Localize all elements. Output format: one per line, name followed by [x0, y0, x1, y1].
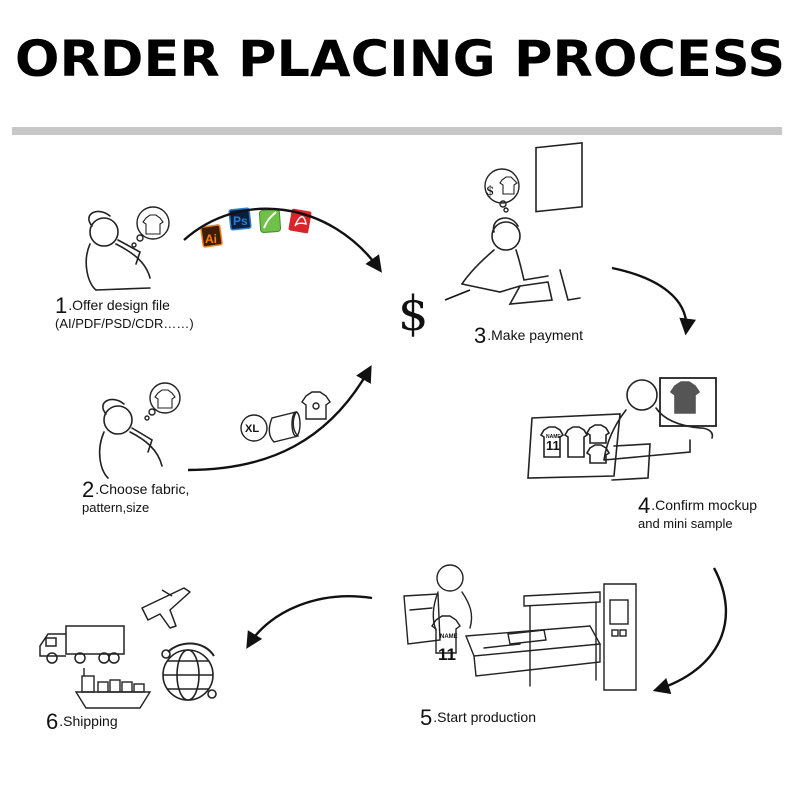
fabric-roll-icon [268, 410, 300, 443]
production-jersey-name: NAME [440, 634, 458, 640]
fabric-option-icons [240, 391, 331, 443]
ps-file-icon: Ps [233, 214, 248, 228]
step-3-label: 3.Make payment [474, 323, 583, 348]
design-file-icons [200, 207, 312, 248]
step1-person-illustration [85, 210, 151, 291]
payment-dollar-icon: $ [398, 286, 429, 342]
step4-mockup-illustration [527, 377, 717, 481]
step-5-label: 5.Start production [420, 705, 536, 730]
step2-person-illustration [98, 398, 163, 479]
arrow-design-to-payment [183, 207, 382, 273]
title-divider [12, 127, 782, 135]
arrow-fabric-to-payment [187, 365, 372, 472]
step-4-label: 4.Confirm mockup and mini sample [638, 493, 758, 532]
cargo-ship-icon [74, 668, 152, 709]
step-1-label: 1.Offer design file (AI/PDF/PSD/CDR……) [55, 293, 194, 332]
production-jersey-number: 11 [438, 645, 456, 664]
arrow-payment-to-mockup [611, 266, 696, 336]
truck-icon [39, 625, 125, 664]
step-6-label: 6.Shipping [46, 709, 118, 734]
page-title: ORDER PLACING PROCESS [14, 30, 786, 88]
step3-thought-bubble [484, 168, 520, 213]
step5-production-illustration [403, 564, 637, 691]
ai-file-icon: Ai [205, 232, 217, 246]
step-2-label: 2.Choose fabric, pattern,size [82, 477, 190, 516]
step3-person-at-computer [461, 141, 583, 305]
size-badge-text: XL [245, 423, 259, 435]
step2-thought-bubble [144, 382, 181, 421]
size-badge-icon [240, 414, 268, 442]
globe-icon [161, 642, 217, 701]
airplane-icon [141, 587, 191, 629]
tshirt-icon [301, 391, 331, 420]
arrow-production-to-shipping [246, 595, 373, 649]
bubble-dollar-sign: $ [486, 184, 494, 199]
mockup-jersey-number: 11 [546, 438, 560, 453]
arrow-mockup-to-production [652, 567, 728, 694]
step1-thought-bubble [131, 206, 170, 248]
mockup-jersey-name: NAME [546, 434, 561, 440]
